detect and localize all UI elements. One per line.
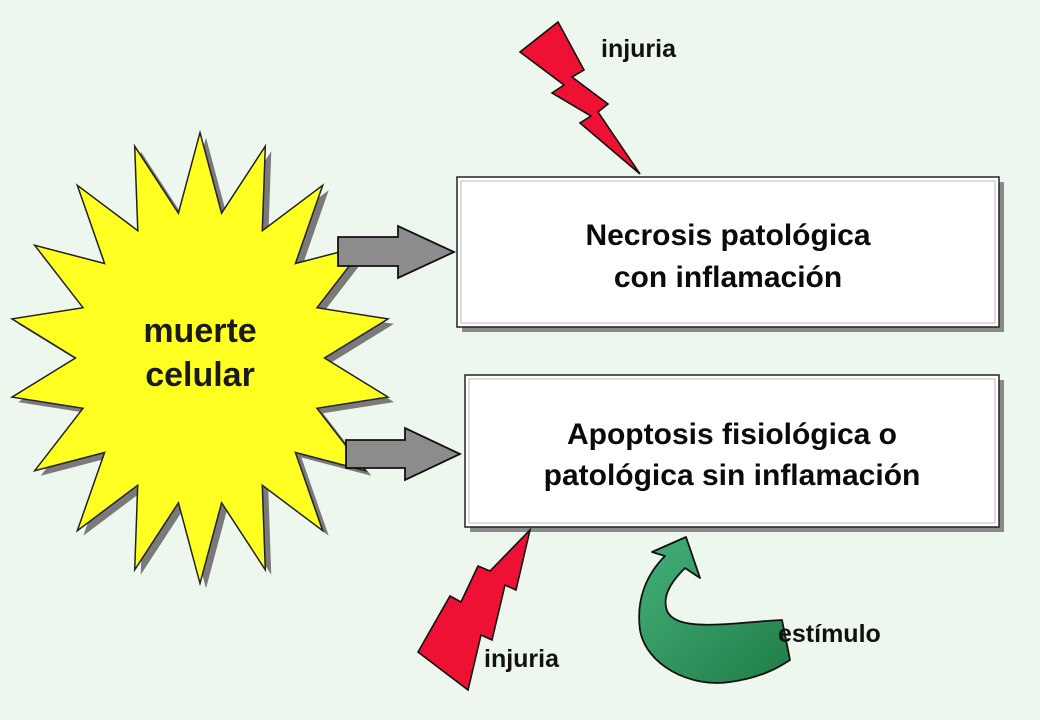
arrow-to-necrosis [337, 224, 457, 280]
necrosis-label-line1: Necrosis patológica [585, 219, 870, 252]
necrosis-box: Necrosis patológica con inflamación [456, 176, 1004, 332]
injury-top: injuria [518, 20, 677, 175]
right-block-arrow-icon [337, 224, 457, 280]
right-block-arrow-icon [345, 426, 463, 482]
cell-death-burst: muerte celular [9, 129, 394, 589]
stimulus-label: estímulo [778, 620, 881, 648]
injury-bottom: injuria [416, 527, 560, 692]
stimulus-curved-arrow: estímulo [638, 536, 881, 684]
apoptosis-label-line1: Apoptosis fisiológica o [567, 418, 897, 451]
necrosis-label-line2: con inflamación [614, 261, 842, 294]
apoptosis-label-line2: patológica sin inflamación [544, 459, 921, 492]
curved-up-arrow-icon [638, 536, 791, 684]
arrow-to-apoptosis [345, 426, 463, 482]
burst-label-line2: celular [145, 356, 255, 394]
apoptosis-box: Apoptosis fisiológica o patológica sin i… [464, 374, 1004, 532]
injury-bottom-label: injuria [484, 645, 560, 673]
lightning-bolt-icon [416, 527, 532, 692]
lightning-bolt-icon [518, 20, 641, 175]
burst-label-line1: muerte [143, 312, 256, 350]
injury-top-label: injuria [601, 35, 677, 63]
